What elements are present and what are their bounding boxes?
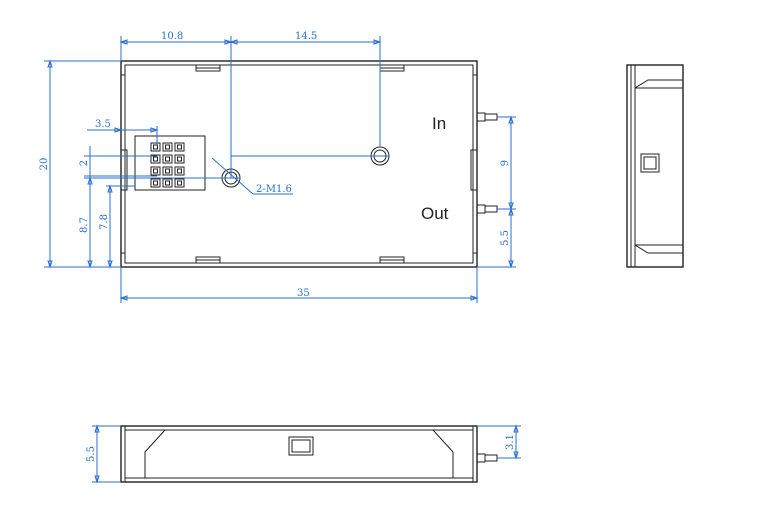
connector-pin-core (153, 156, 158, 162)
side-view (626, 64, 684, 268)
connector-pin (150, 142, 161, 152)
bottom-view-button (288, 436, 314, 456)
dim-connector-width: 3.5 (95, 119, 111, 130)
dim-port-height: 3.1 (505, 434, 516, 450)
front-view-dimensions: 10.8 14.5 20 3.5 2 8.7 7.8 2-M1.6 (39, 31, 516, 303)
front-view: In Out (120, 60, 498, 268)
dim-port-spacing: 9 (500, 160, 511, 166)
dim-mount-hole: 2-M1.6 (256, 184, 292, 195)
connector-pin (174, 166, 185, 176)
connector-pin (150, 166, 161, 176)
bottom-view (120, 425, 498, 483)
connector-pin (162, 166, 173, 176)
left-side-clip (120, 149, 128, 191)
dim-connector-pitch: 2 (79, 160, 90, 166)
bottom-view-dimensions: 5.5 3.1 (86, 424, 521, 484)
dim-port-out-y: 5.5 (500, 230, 511, 246)
body-outline (120, 60, 478, 268)
dim-hole-spacing: 14.5 (295, 31, 317, 42)
side-view-button (640, 153, 660, 173)
dim-bottom-height: 5.5 (86, 446, 97, 462)
dim-total-height: 20 (39, 158, 50, 171)
dim-total-length: 35 (297, 288, 310, 299)
top-clips (195, 64, 405, 72)
port-in-pin (476, 112, 498, 122)
connector-pin (174, 154, 185, 164)
connector-pin-core (177, 156, 182, 162)
connector-pin-core (153, 180, 158, 186)
dim-connector-y: 7.8 (99, 214, 110, 230)
connector-pin (162, 154, 173, 164)
connector-pin (174, 142, 185, 152)
connector-pin (150, 154, 161, 164)
bottom-clips (195, 256, 405, 264)
connector-pin-core (153, 144, 158, 150)
connector-pin-core (177, 168, 182, 174)
connector-pin-core (165, 156, 170, 162)
connector-pin-core (165, 180, 170, 186)
dim-hole-y: 8.7 (79, 217, 90, 233)
connector-pin-core (153, 168, 158, 174)
body-inner-outline (124, 64, 474, 264)
connector-pin (174, 178, 185, 188)
port-in-label: In (432, 114, 446, 133)
pin-header-connector (134, 135, 206, 191)
port-out-pin (476, 204, 498, 214)
connector-pin (162, 142, 173, 152)
bottom-port-pin (476, 453, 498, 463)
right-side-clip (470, 149, 478, 191)
connector-pin (150, 178, 161, 188)
connector-pin-core (177, 180, 182, 186)
connector-pin-core (165, 144, 170, 150)
connector-pin-core (177, 144, 182, 150)
dim-hole-x-offset: 10.8 (161, 31, 183, 42)
port-out-label: Out (421, 204, 449, 223)
connector-pin (162, 178, 173, 188)
connector-pin-core (165, 168, 170, 174)
